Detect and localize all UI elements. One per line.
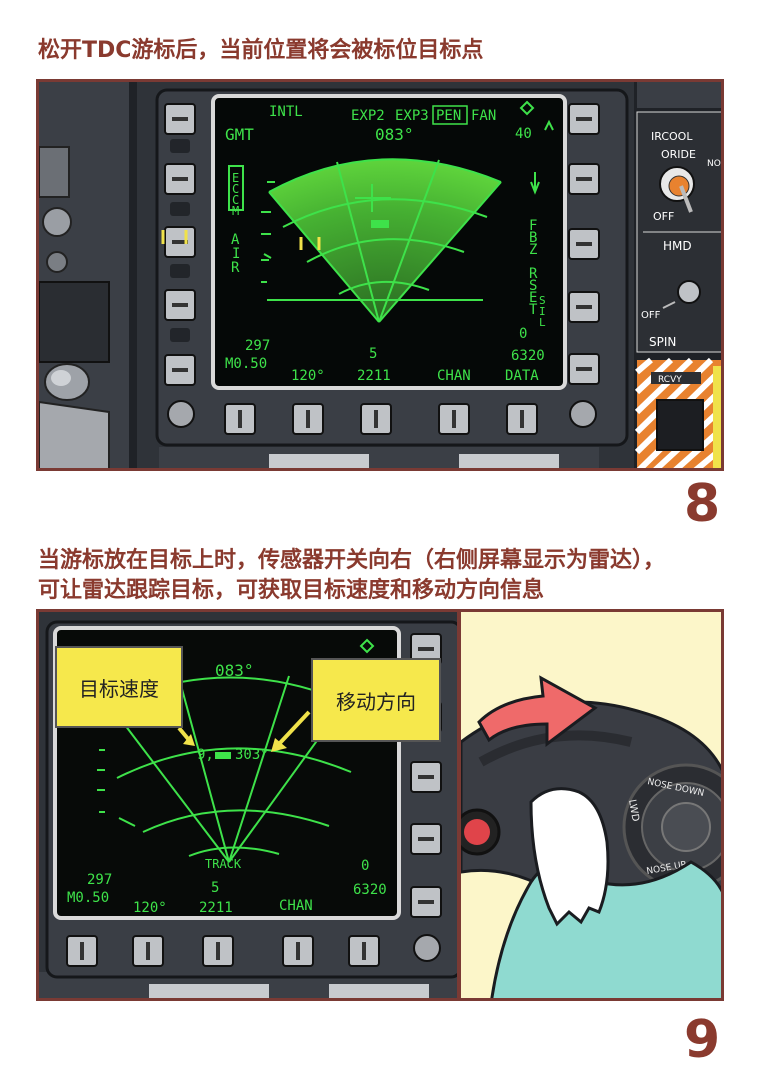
step8-air-letter-1: I	[232, 246, 240, 262]
step8-ircool: IRCOOL	[651, 130, 693, 143]
step9-heading: 083°	[215, 661, 254, 680]
step8-left-buttons	[161, 103, 196, 386]
step8-value-mach: M0.50	[225, 356, 267, 372]
step8-label-pen: PEN	[436, 108, 461, 124]
step8-label-exp2: EXP2	[351, 108, 385, 124]
step9-number: 9	[684, 1010, 721, 1070]
step8-value-6320: 6320	[511, 348, 545, 364]
step8-spin: SPIN	[649, 335, 676, 349]
step9-throttle-hand-illustration: NOSE DOWN LWD NOSE UP	[461, 612, 721, 998]
step8-ecm-letter-1: C	[232, 182, 239, 196]
step9-direction-arrow	[477, 675, 598, 747]
step8-hmd: HMD	[663, 239, 692, 253]
step8-caption: 松开TDC游标后，当前位置将会被标位目标点	[38, 38, 484, 63]
step9-value-0: 0	[361, 858, 369, 874]
step8-off1: OFF	[653, 210, 674, 223]
step9-thumb	[529, 787, 610, 927]
step8-ecm-letter-0: E	[232, 171, 239, 185]
step8-ecm-letter-3: M	[232, 204, 239, 218]
step8-ecm-letter-2: C	[232, 193, 239, 207]
step8-heading: 083°	[375, 125, 414, 144]
step9-target-heading: 303°	[235, 747, 269, 763]
step8-air-letter-2: R	[231, 260, 240, 276]
step8-rset-letter-2: E	[529, 290, 537, 306]
step8-off2: OFF	[641, 310, 661, 321]
step8-label-intl: INTL	[269, 104, 303, 120]
step8-sil-letter-2: L	[539, 316, 546, 329]
step8-fbz-letter-0: F	[529, 218, 537, 234]
step8-norm: NORM	[707, 159, 724, 169]
step9-target-mark	[215, 752, 231, 759]
step9-lwd: LWD	[626, 799, 641, 823]
step8-value-0: 0	[519, 326, 527, 342]
step8-number: 8	[684, 474, 721, 534]
step9-value-297: 297	[87, 872, 112, 888]
step8-range: 40	[515, 126, 532, 142]
step9-track: TRACK	[205, 857, 242, 871]
step8-label-fan: FAN	[471, 108, 496, 124]
step8-rset-letter-1: S	[529, 278, 537, 294]
step8-sil-letter-0: S	[539, 294, 546, 307]
step8-oride: ORIDE	[661, 148, 696, 161]
step9-bottom-buttons	[66, 934, 441, 967]
step8-label-chan: CHAN	[437, 368, 471, 384]
step8-label-gmt: GMT	[225, 125, 254, 144]
step9-callout-direction: 移动方向	[311, 658, 441, 742]
step9-radar-panel: 083° 9, 303° TRACK 297 M0.50 120° 5 2211…	[36, 609, 460, 1001]
step8-value-angle: 120°	[291, 368, 325, 384]
step8-fbz-letter-2: Z	[529, 242, 537, 258]
step9-value-2211: 2211	[199, 900, 233, 916]
step8-cockpit-panel: INTL EXP2 EXP3 PEN FAN GMT 083° 40 E C C…	[36, 79, 724, 471]
step8-value-297: 297	[245, 338, 270, 354]
step8-right-buttons	[568, 103, 600, 385]
step9-callout-speed: 目标速度	[55, 646, 183, 728]
step8-air-letter-0: A	[231, 232, 240, 248]
step8-rset-letter-3: T	[529, 302, 538, 318]
step8-value-5: 5	[369, 346, 377, 362]
step8-fbz-letter-1: B	[529, 230, 537, 246]
step8-label-data: DATA	[505, 368, 539, 384]
step9-target-speed: 9,	[197, 747, 214, 763]
step8-rset-letter-0: R	[529, 266, 538, 282]
step8-radar-sector	[269, 159, 501, 322]
step8-cockpit-illustration: INTL EXP2 EXP3 PEN FAN GMT 083° 40 E C C…	[39, 82, 724, 468]
step9-label-chan: CHAN	[279, 898, 313, 914]
step9-value-5: 5	[211, 880, 219, 896]
step9-value-angle: 120°	[133, 900, 167, 916]
step8-rcvy-box: RCVY	[634, 357, 721, 468]
step8-cursor-mark	[371, 220, 389, 228]
step8-bottom-buttons	[167, 400, 597, 435]
step9-value-6320: 6320	[353, 882, 387, 898]
step9-caption-line1: 当游标放在目标上时，传感器开关向右（右侧屏幕显示为雷达），	[38, 548, 666, 573]
step8-label-exp3: EXP3	[395, 108, 429, 124]
step9-value-mach: M0.50	[67, 890, 109, 906]
step9-hand-panel: NOSE DOWN LWD NOSE UP	[458, 609, 724, 1001]
step8-value-2211: 2211	[357, 368, 391, 384]
step9-caption-line2: 可让雷达跟踪目标，可获取目标速度和移动方向信息	[38, 578, 545, 603]
step8-rcvy-label: RCVY	[658, 375, 682, 385]
step8-sil-letter-1: I	[539, 305, 546, 318]
